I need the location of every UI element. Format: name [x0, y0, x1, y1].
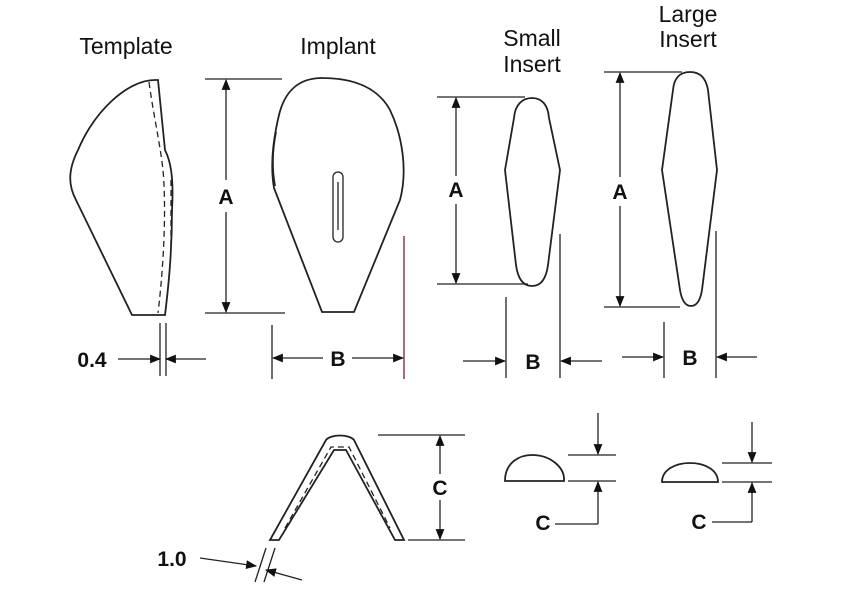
large-insert-dimension-b-label: B [682, 347, 697, 370]
implant-profile-dimension-c: C [378, 434, 465, 541]
small-insert-dimension-b-label: B [525, 351, 540, 374]
small-insert-dimension-a-label: A [448, 179, 463, 202]
small-insert-dimension-b: B [463, 234, 602, 378]
small-insert-label-line2: Insert [503, 51, 561, 77]
implant-dimension-a-label: A [218, 186, 233, 209]
template-thickness-dimension: 0.4 [77, 323, 206, 376]
template-shape [69, 79, 174, 316]
implant-dimension-a: A [205, 78, 285, 314]
implant-profile-shape [268, 434, 406, 541]
large-insert-profile-dimension-c: C [691, 422, 772, 534]
small-insert-profile-dimension-c-label: C [535, 512, 550, 535]
small-insert-dimension-a: A [437, 96, 528, 285]
small-insert-profile-dimension-c: C [535, 413, 616, 535]
implant-thickness-value: 1.0 [157, 548, 186, 571]
template-thickness-value: 0.4 [77, 349, 107, 372]
large-insert-shape [661, 71, 718, 307]
large-insert-profile-dimension-c-label: C [691, 511, 706, 534]
template-label: Template [79, 33, 172, 59]
small-insert-label-line1: Small [503, 25, 561, 51]
implant-dimension-b: B [271, 236, 405, 379]
implant-shape [271, 77, 405, 313]
implant-profile-dimension-c-label: C [432, 477, 447, 500]
large-insert-label-line1: Large [659, 1, 718, 27]
small-insert-shape [504, 97, 561, 287]
large-insert-label-line2: Insert [659, 26, 717, 52]
implant-label: Implant [300, 33, 376, 59]
large-insert-profile-shape [661, 462, 719, 483]
small-insert-profile-shape [504, 454, 565, 482]
large-insert-dimension-a: A [604, 71, 682, 308]
large-insert-dimension-b: B [622, 231, 757, 378]
implant-dimension-b-label: B [330, 348, 345, 371]
large-insert-dimension-a-label: A [612, 181, 627, 204]
implant-thickness-dimension: 1.0 [157, 547, 303, 583]
